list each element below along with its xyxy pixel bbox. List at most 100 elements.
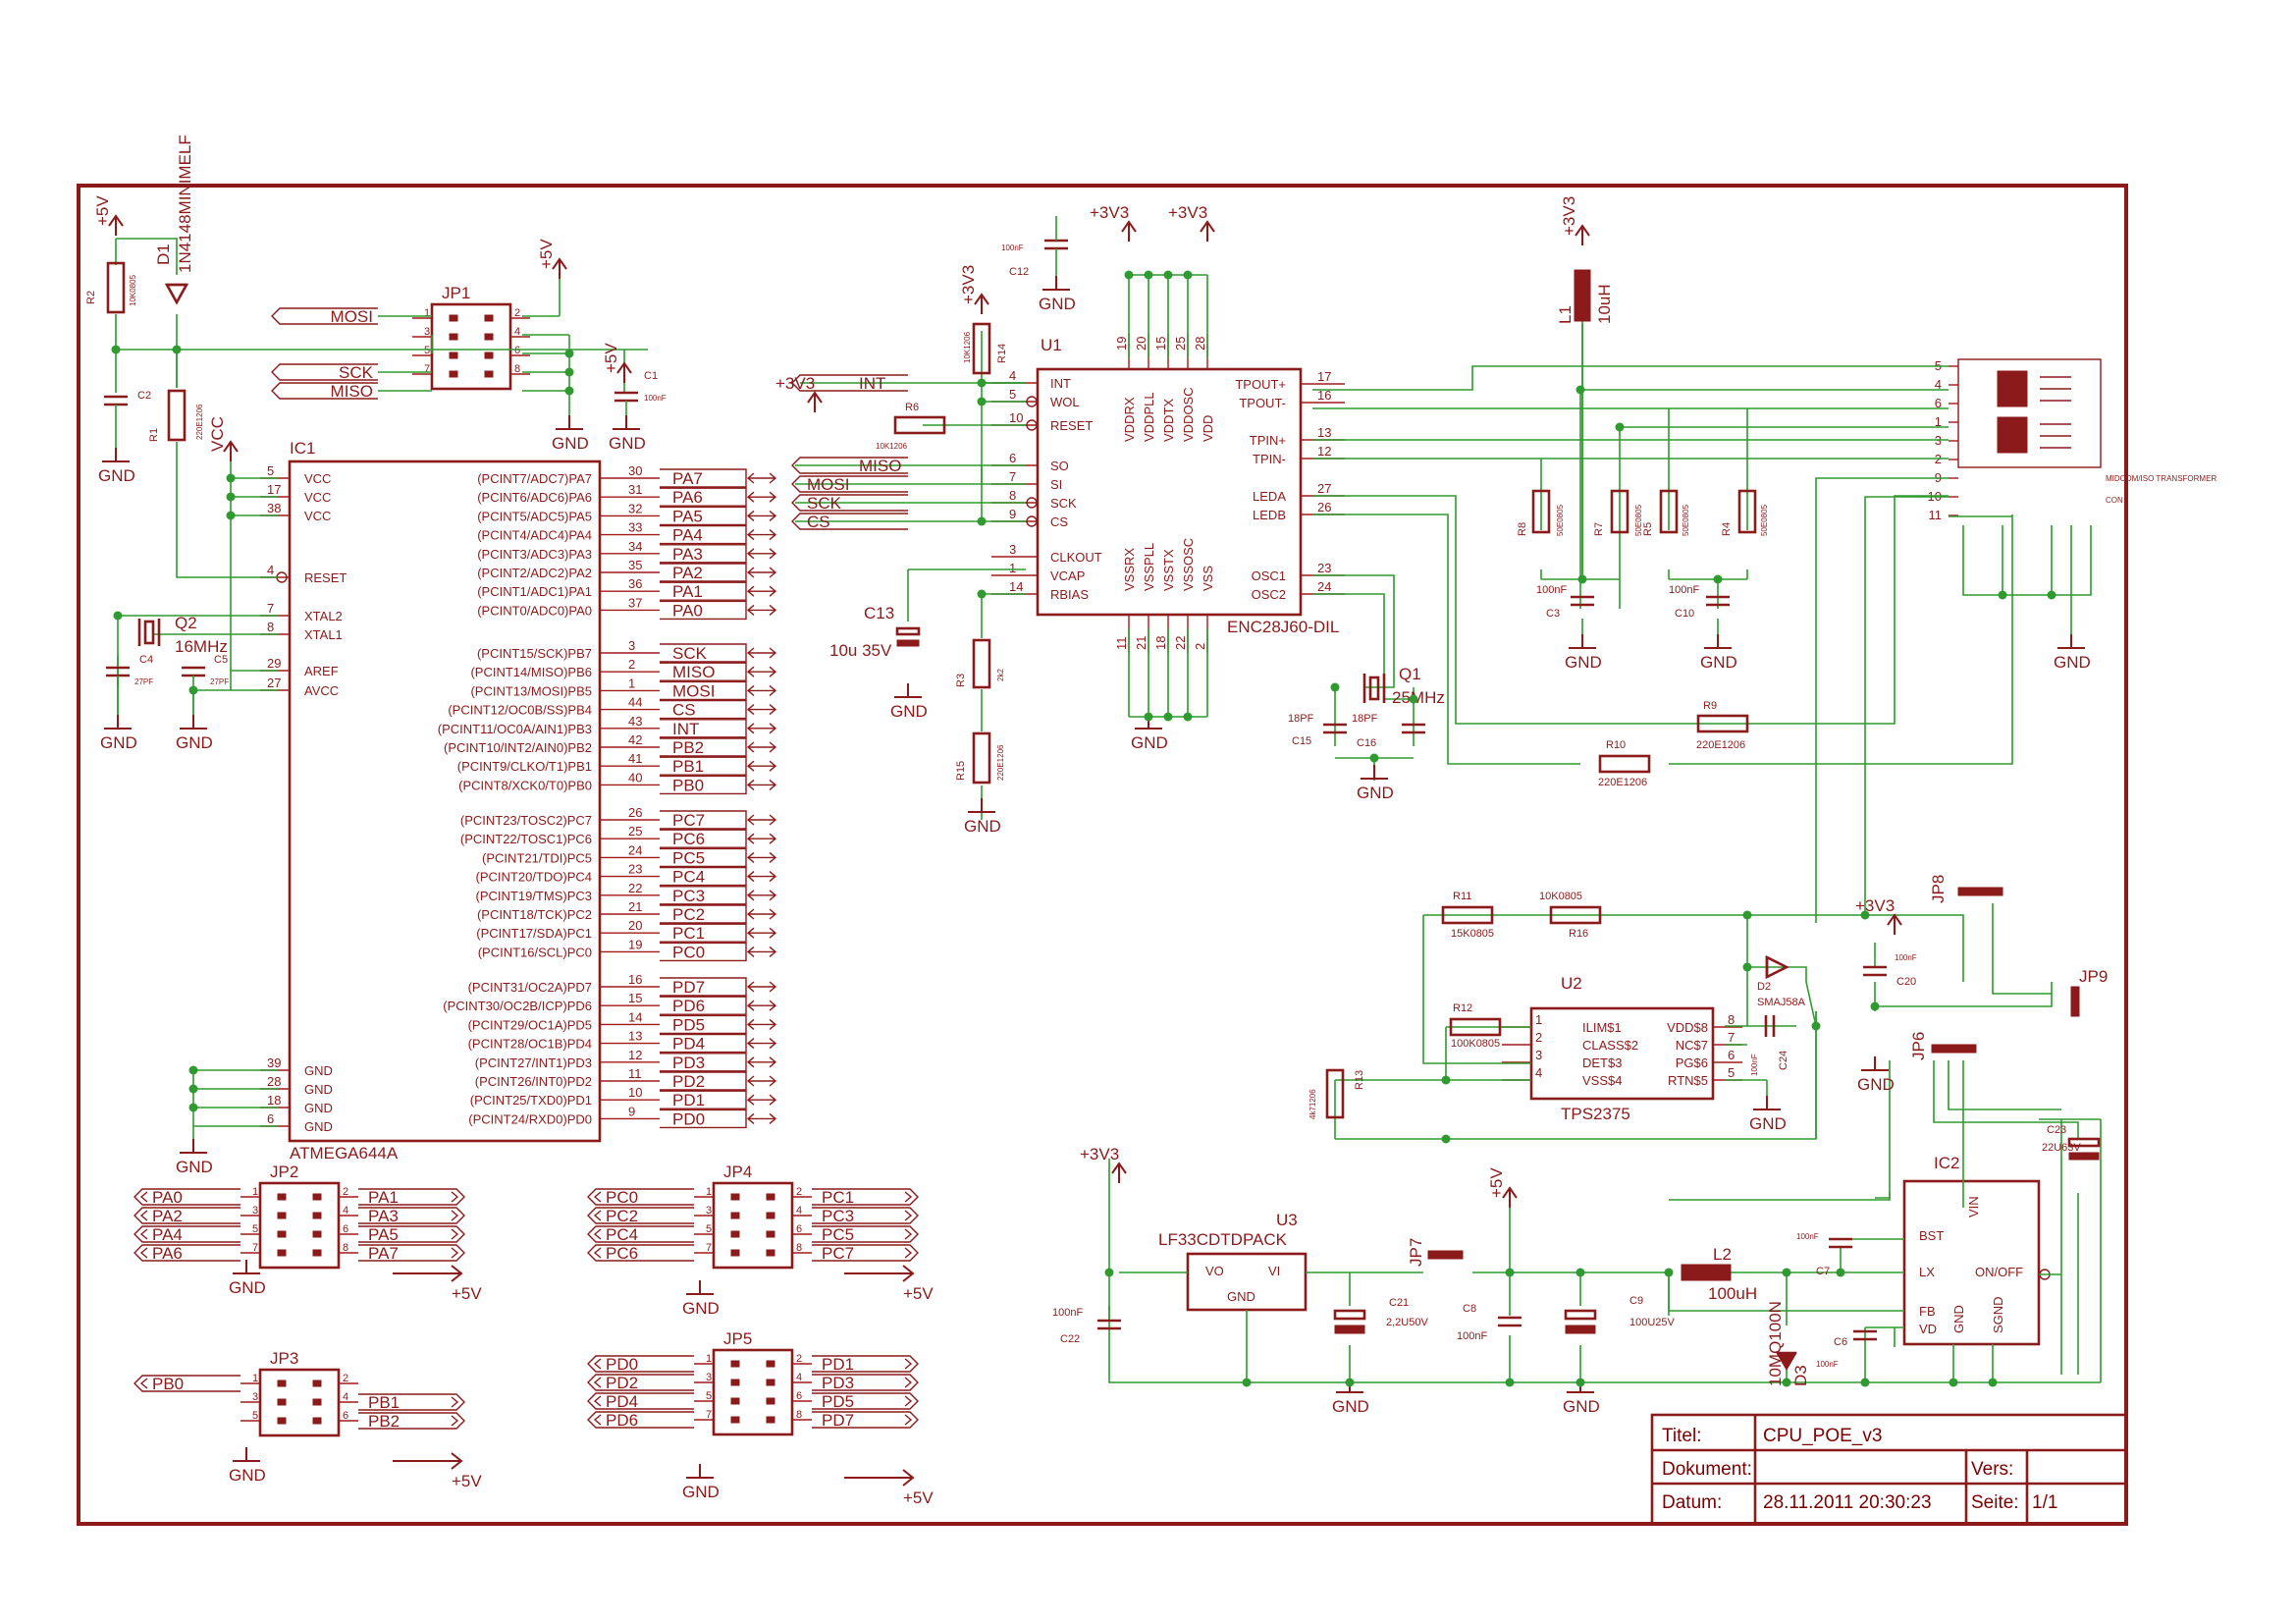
seite-label: Seite:: [1971, 1492, 2019, 1513]
gnd-symbol: GND: [229, 1447, 266, 1485]
svg-text:(PCINT2/ADC2)PA2: (PCINT2/ADC2)PA2: [477, 566, 592, 580]
svg-text:2: 2: [343, 1186, 348, 1198]
svg-text:PC5: PC5: [822, 1225, 854, 1244]
net-flag-int: INT: [791, 374, 908, 393]
svg-text:PA3: PA3: [368, 1207, 399, 1225]
svg-text:(PCINT6/ADC6)PA6: (PCINT6/ADC6)PA6: [477, 490, 592, 505]
net-flag-miso: MISO: [791, 457, 908, 475]
ic1-pin-26: 26(PCINT23/TOSC2)PC7: [460, 805, 660, 828]
svg-text:220E1206: 220E1206: [996, 744, 1005, 781]
svg-text:PD2: PD2: [606, 1374, 638, 1392]
svg-text:XTAL2: XTAL2: [304, 609, 343, 623]
svg-text:C20: C20: [1896, 976, 1916, 988]
svg-text:(PCINT25/TXD0)PD1: (PCINT25/TXD0)PD1: [470, 1093, 592, 1108]
svg-text:R13: R13: [1354, 1070, 1365, 1090]
svg-text:3: 3: [1009, 542, 1016, 557]
svg-text:2: 2: [343, 1373, 348, 1384]
svg-text:(PCINT29/OC1A)PD5: (PCINT29/OC1A)PD5: [468, 1017, 592, 1032]
svg-text:PD3: PD3: [672, 1054, 705, 1072]
svg-text:43: 43: [628, 714, 642, 729]
u1-ref: U1: [1041, 336, 1062, 354]
magjack-pin-6: 6: [1935, 396, 1958, 410]
net-flag-sck: SCK: [791, 494, 908, 513]
svg-text:D1: D1: [154, 243, 173, 265]
net-flag-pc5: PC5: [660, 847, 777, 867]
magjack-pin-1: 1: [1935, 414, 1958, 429]
supply-p5v: +5V: [393, 1452, 482, 1490]
svg-text:GND: GND: [304, 1119, 333, 1134]
svg-text:10K0805: 10K0805: [1539, 891, 1582, 902]
svg-text:(PCINT20/TDO)PC4: (PCINT20/TDO)PC4: [476, 870, 592, 885]
svg-text:SCK: SCK: [672, 644, 708, 663]
svg-text:R8: R8: [1517, 522, 1528, 536]
svg-text:PC5: PC5: [672, 848, 705, 867]
svg-text:(PCINT1/ADC1)PA1: (PCINT1/ADC1)PA1: [477, 584, 592, 599]
svg-text:MISO: MISO: [859, 457, 901, 475]
svg-text:GND: GND: [1563, 1397, 1600, 1416]
svg-text:JP7: JP7: [1407, 1238, 1425, 1267]
net-flag-pd0: PD0: [660, 1109, 777, 1128]
svg-text:(PCINT13/MOSI)PB5: (PCINT13/MOSI)PB5: [470, 683, 592, 698]
svg-text:2: 2: [796, 1186, 802, 1198]
svg-text:5: 5: [1728, 1065, 1735, 1080]
svg-text:MISO: MISO: [672, 663, 715, 681]
svg-text:OSC2: OSC2: [1252, 587, 1286, 602]
net-flag-cs: CS: [660, 699, 777, 720]
svg-text:PA0: PA0: [152, 1188, 183, 1207]
net-flag-pa3: PA3: [660, 544, 777, 564]
gnd-symbol: GND: [964, 798, 1001, 836]
svg-text:3: 3: [252, 1391, 258, 1403]
svg-text:37: 37: [628, 595, 642, 610]
svg-text:R11: R11: [1453, 891, 1471, 902]
svg-text:8: 8: [343, 1242, 348, 1254]
svg-text:C16: C16: [1357, 737, 1376, 749]
ic1-pin-19: 19(PCINT16/SCL)PC0: [478, 937, 660, 959]
svg-text:100nF: 100nF: [1796, 1232, 1819, 1241]
svg-text:VDDTX: VDDTX: [1161, 399, 1176, 442]
svg-text:+3V3: +3V3: [1560, 196, 1578, 236]
svg-text:8: 8: [796, 1409, 802, 1421]
svg-text:22: 22: [1173, 636, 1188, 650]
svg-text:3: 3: [252, 1205, 258, 1217]
svg-text:42: 42: [628, 732, 642, 747]
ic1-pin-24: 24(PCINT21/TDI)PC5: [482, 842, 660, 865]
svg-text:JP4: JP4: [723, 1163, 752, 1181]
svg-text:(PCINT8/XCK0/T0)PB0: (PCINT8/XCK0/T0)PB0: [458, 778, 592, 792]
svg-text:(PCINT16/SCL)PC0: (PCINT16/SCL)PC0: [478, 945, 592, 959]
gnd-symbol: GND: [176, 715, 213, 752]
svg-text:GND: GND: [1951, 1305, 1966, 1333]
svg-text:7: 7: [1728, 1030, 1735, 1045]
svg-text:100nF: 100nF: [1669, 584, 1699, 596]
svg-text:GND: GND: [176, 733, 213, 752]
svg-text:GND: GND: [552, 434, 589, 453]
svg-text:GND: GND: [1131, 733, 1168, 752]
svg-text:R12: R12: [1453, 1002, 1472, 1014]
svg-text:22U63V: 22U63V: [2042, 1142, 2081, 1154]
ic1-pin-44: 44(PCINT12/OC0B/SS)PB4: [448, 695, 660, 718]
svg-text:VSS: VSS: [1201, 566, 1215, 591]
svg-text:4k71206: 4k71206: [1308, 1089, 1317, 1119]
supply-p5v: +5V: [844, 1265, 934, 1303]
magjack-label: MIDCOM/ISO TRANSFORMER: [2106, 474, 2216, 483]
svg-text:C7: C7: [1816, 1266, 1830, 1277]
svg-text:C10: C10: [1675, 608, 1694, 620]
net-flag-sck: SCK: [660, 643, 777, 663]
svg-text:+5V: +5V: [452, 1472, 482, 1490]
svg-text:CLASS$2: CLASS$2: [1582, 1038, 1638, 1053]
svg-text:PC1: PC1: [672, 924, 705, 943]
svg-text:CS: CS: [1050, 514, 1068, 529]
svg-text:13: 13: [1317, 425, 1331, 440]
datum-label: Datum:: [1662, 1492, 1722, 1513]
svg-text:TPIN+: TPIN+: [1250, 433, 1286, 448]
supply-VCC: VCC: [208, 416, 239, 461]
svg-text:(PCINT27/INT1)PD3: (PCINT27/INT1)PD3: [475, 1055, 592, 1070]
svg-text:7: 7: [267, 601, 274, 616]
ic1-pin-12: 12(PCINT27/INT1)PD3: [475, 1048, 660, 1070]
svg-text:GND: GND: [1357, 784, 1394, 802]
svg-text:R1: R1: [148, 428, 160, 442]
net-flag-pa5: PA5: [660, 506, 777, 525]
svg-text:XTAL1: XTAL1: [304, 627, 343, 642]
